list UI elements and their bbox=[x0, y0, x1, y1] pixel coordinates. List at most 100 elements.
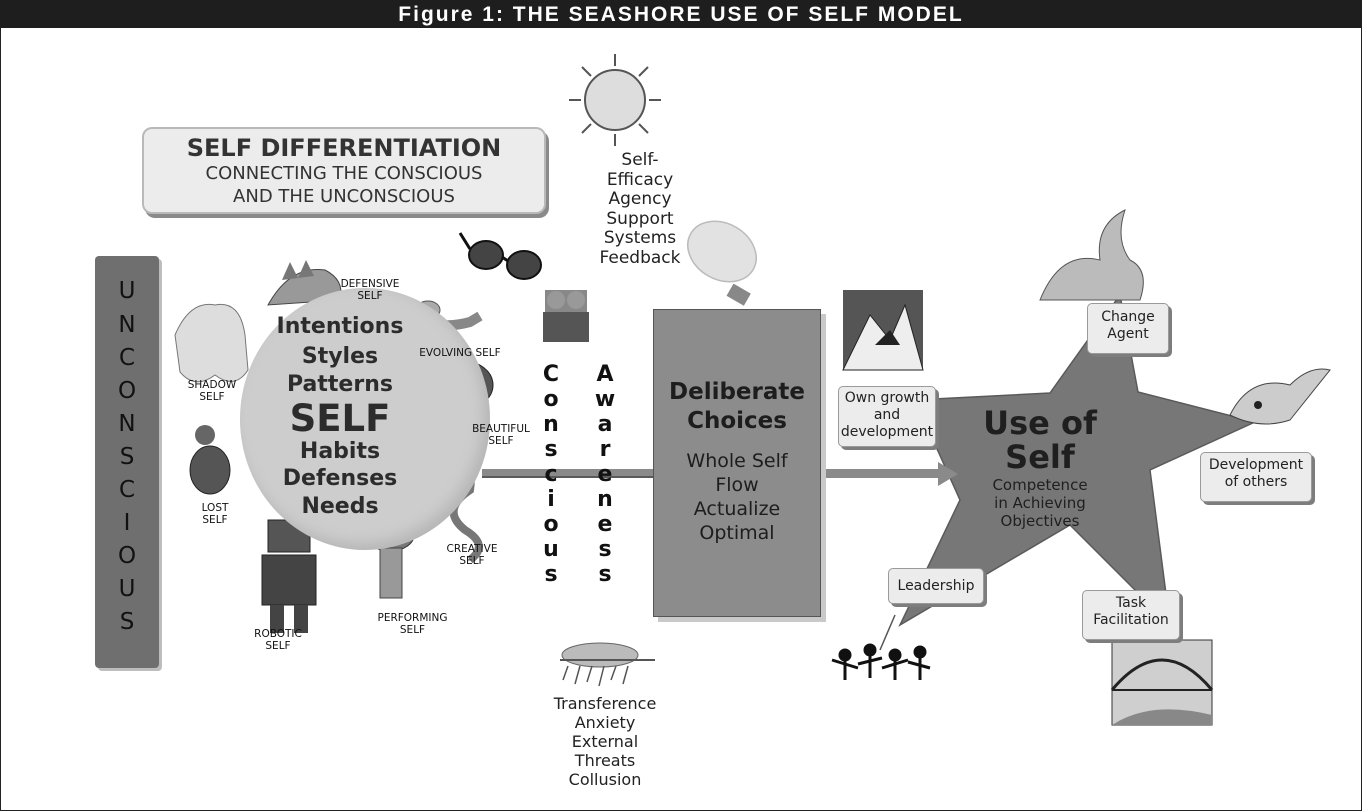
conscious-letter: s bbox=[544, 562, 558, 587]
self-item-self: SELF bbox=[289, 397, 391, 440]
support-item: Systems bbox=[603, 228, 677, 248]
robot-icon bbox=[261, 519, 317, 633]
use-of-self-sub-line: Competence bbox=[992, 476, 1088, 494]
tag-change-agent: Change Agent bbox=[1087, 303, 1169, 354]
unconscious-letter: S bbox=[119, 444, 135, 470]
tag-line: development bbox=[840, 424, 934, 440]
unconscious-letter: C bbox=[118, 345, 136, 371]
supports-list: Self- Efficacy Agency Support Systems Fe… bbox=[575, 150, 705, 268]
tag-line: Facilitation bbox=[1093, 612, 1169, 628]
rain-cloud-icon bbox=[560, 642, 655, 687]
lightbulb-icon bbox=[687, 220, 757, 306]
deliberate-item: Optimal bbox=[699, 522, 775, 544]
bird-icon bbox=[1229, 368, 1331, 425]
threat-item: Anxiety bbox=[574, 713, 636, 732]
self-item-intentions: Intentions bbox=[276, 314, 404, 339]
label-line: SELF bbox=[488, 435, 514, 447]
threats-list: Transference Anxiety External Threats Co… bbox=[540, 694, 670, 789]
children-icon bbox=[543, 290, 589, 342]
mountain-icon bbox=[842, 290, 924, 371]
use-of-self-line: Self bbox=[1005, 438, 1075, 476]
label-line: BEAUTIFUL bbox=[472, 423, 530, 435]
self-item-styles: Styles bbox=[301, 344, 379, 369]
use-of-self-sub-line: in Achieving bbox=[994, 494, 1086, 512]
sunglasses-icon bbox=[458, 232, 542, 280]
unconscious-letter: N bbox=[118, 312, 136, 338]
conscious-letter: n bbox=[543, 412, 559, 437]
label-line: SELF bbox=[202, 514, 228, 526]
deliberate-item: Actualize bbox=[693, 498, 781, 520]
conscious-letter: u bbox=[543, 537, 559, 562]
awareness-letter: A bbox=[596, 362, 614, 387]
deliberate-item: Whole Self bbox=[686, 450, 788, 472]
tag-leadership: Leadership bbox=[888, 568, 984, 604]
awareness-letter: r bbox=[599, 437, 611, 462]
tag-line: Development bbox=[1208, 457, 1304, 473]
conscious-letter: C bbox=[542, 362, 560, 387]
conscious-letter: o bbox=[543, 387, 559, 412]
unconscious-letter: C bbox=[118, 477, 136, 503]
use-of-self-star bbox=[898, 293, 1258, 628]
awareness-letter: w bbox=[594, 387, 616, 412]
support-item: Feedback bbox=[599, 247, 681, 268]
awareness-letter: s bbox=[598, 562, 612, 587]
tag-development-others: Development of others bbox=[1200, 452, 1312, 502]
self-differentiation-box: SELF DIFFERENTIATION CONNECTING THE CONS… bbox=[142, 127, 546, 214]
use-of-self-line: Use of bbox=[983, 404, 1097, 442]
tag-own-growth: Own growth and development bbox=[838, 386, 936, 447]
use-of-self-sub-line: Objectives bbox=[1000, 512, 1080, 530]
awareness-letter: e bbox=[597, 512, 613, 537]
tag-line: Task bbox=[1115, 595, 1147, 611]
dancers-icon bbox=[831, 643, 931, 680]
label-line: ROBOTIC bbox=[254, 628, 302, 640]
deliberate-title-2: Choices bbox=[687, 408, 787, 434]
threat-item: Transference bbox=[553, 694, 657, 713]
conscious-letter: i bbox=[547, 487, 555, 512]
unconscious-letter: O bbox=[117, 543, 137, 569]
tag-line: Change bbox=[1101, 309, 1155, 325]
unconscious-letter: I bbox=[123, 510, 131, 536]
tag-line: and bbox=[873, 407, 901, 423]
label-line: DEFENSIVE bbox=[340, 278, 400, 290]
flow-arrow bbox=[482, 462, 958, 486]
conscious-letter: c bbox=[544, 462, 558, 487]
dragon-icon bbox=[1039, 209, 1144, 301]
label-line: SELF bbox=[199, 391, 225, 403]
self-circle bbox=[240, 288, 490, 550]
label-evolving-self: EVOLVING SELF bbox=[419, 347, 501, 359]
label-line: SHADOW bbox=[187, 379, 237, 391]
label-line: PERFORMING bbox=[377, 612, 448, 624]
self-differentiation-line1: CONNECTING THE CONSCIOUS bbox=[205, 163, 483, 184]
label-line: SELF bbox=[459, 555, 485, 567]
awareness-letter: a bbox=[597, 412, 613, 437]
duck-icon bbox=[189, 425, 231, 495]
bridge-icon bbox=[1110, 639, 1214, 726]
support-item: Efficacy bbox=[606, 169, 674, 190]
use-of-self-subtitle: Competence in Achieving Objectives bbox=[960, 476, 1120, 530]
label-line: LOST bbox=[201, 502, 229, 514]
deliberate-title-1: Deliberate bbox=[669, 379, 805, 405]
support-item: Self- bbox=[621, 150, 659, 170]
label-line: SELF bbox=[265, 640, 291, 652]
sun-icon bbox=[569, 54, 661, 146]
threat-item: Threats bbox=[574, 751, 636, 770]
conscious-letter: o bbox=[543, 512, 559, 537]
deliberate-item: Flow bbox=[715, 474, 759, 496]
self-item-needs: Needs bbox=[301, 494, 379, 519]
leadership-connector bbox=[879, 614, 896, 651]
self-differentiation-title: SELF DIFFERENTIATION bbox=[186, 134, 502, 162]
deliberate-choices-box: Deliberate Choices Whole Self Flow Actua… bbox=[653, 309, 821, 617]
ghost-icon bbox=[174, 303, 249, 383]
unconscious-letter: N bbox=[118, 411, 136, 437]
label-line: SELF bbox=[399, 624, 426, 636]
unconscious-bar: U N C O N S C I O U S bbox=[95, 256, 159, 668]
self-differentiation-line2: AND THE UNCONSCIOUS bbox=[233, 186, 455, 207]
self-item-defenses: Defenses bbox=[282, 466, 398, 491]
